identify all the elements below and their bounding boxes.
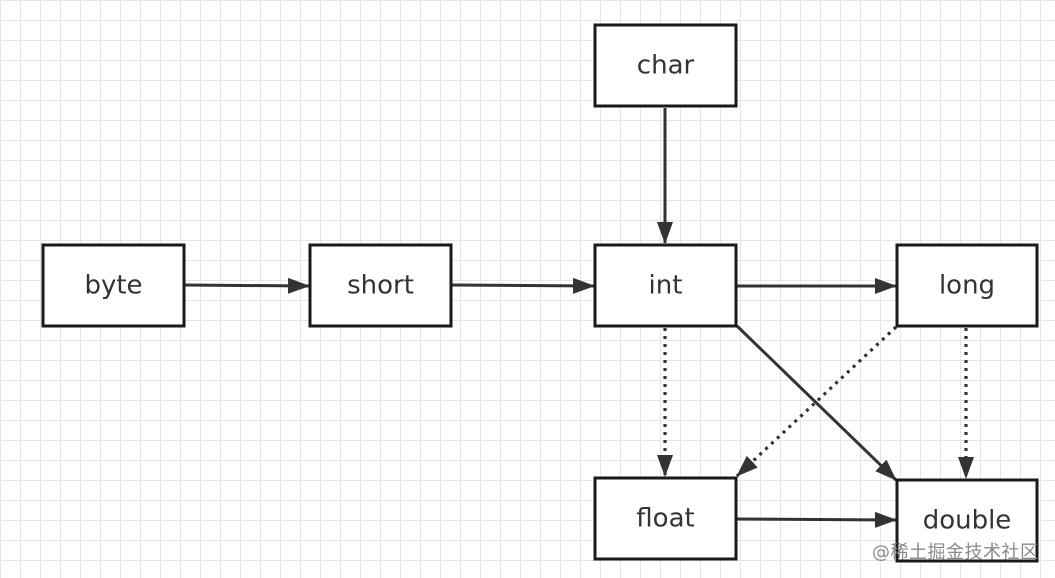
node-int: int: [593, 243, 738, 328]
node-label-float: float: [636, 504, 694, 534]
edge-byte-short: [183, 277, 310, 294]
node-label-double: double: [923, 506, 1012, 536]
edge-short-int: [450, 277, 595, 294]
node-char: char: [593, 23, 738, 108]
node-byte: byte: [41, 243, 186, 328]
node-label-byte: byte: [84, 271, 142, 301]
node-double: double: [895, 478, 1039, 563]
edge-int-double: [735, 324, 898, 482]
nodes: char byte short int long float double: [41, 23, 1039, 563]
node-short: short: [308, 243, 453, 328]
node-label-long: long: [939, 271, 995, 301]
edges: [183, 108, 974, 528]
node-label-short: short: [347, 271, 414, 301]
node-label-int: int: [649, 271, 683, 301]
watermark: @稀土掘金技术社区: [872, 542, 1039, 563]
node-float: float: [593, 476, 738, 561]
node-label-char: char: [637, 51, 695, 81]
edge-float-double: [736, 511, 897, 528]
node-long: long: [895, 243, 1039, 328]
